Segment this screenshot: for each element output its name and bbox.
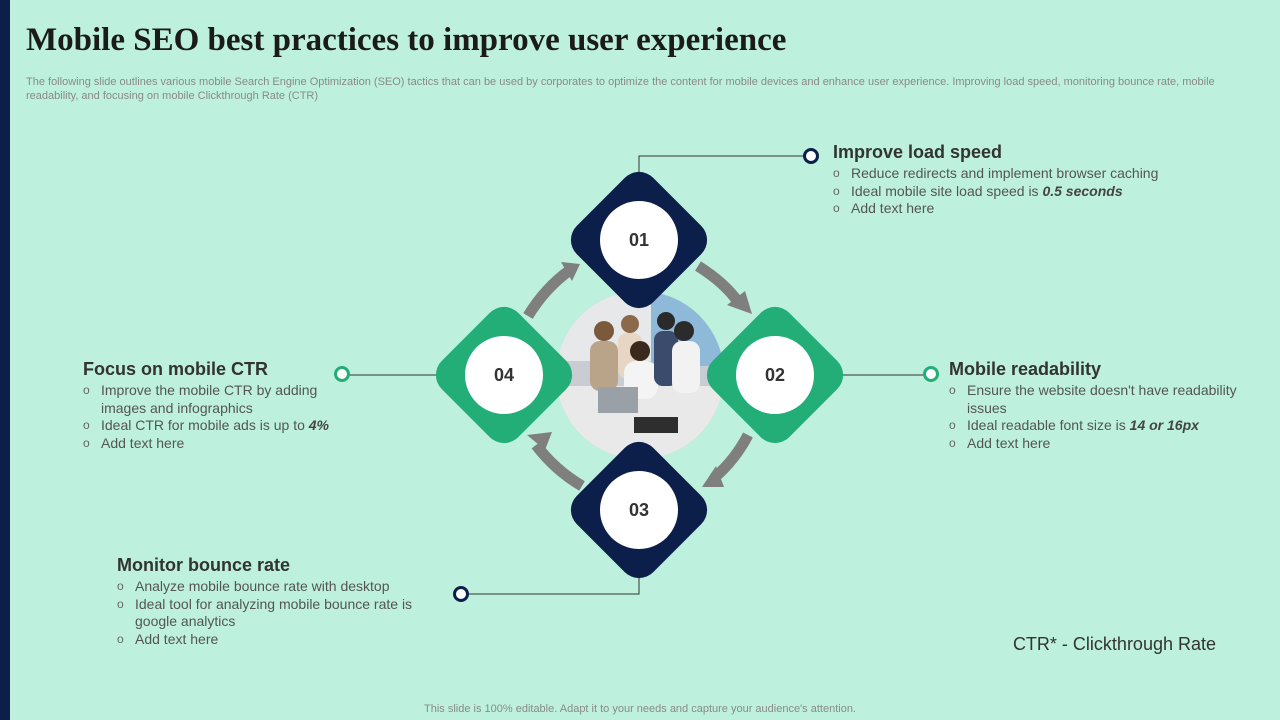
- arrow-head-01: [561, 262, 580, 281]
- step-02-number: 02: [736, 336, 814, 414]
- arrow-03-04: [531, 441, 585, 491]
- arrow-head-02: [727, 291, 752, 314]
- step-01-emphasis: 0.5 seconds: [1042, 182, 1123, 199]
- step-02-heading: Mobile readability: [949, 359, 1102, 379]
- connector-03: [462, 565, 640, 595]
- ctr-footnote: CTR* - Clickthrough Rate: [1012, 634, 1216, 654]
- step-03-text: Monitor bounce rate Analyze mobile bounc…: [117, 555, 447, 648]
- step-01-bullet: Add text here: [833, 200, 1213, 218]
- step-04-heading: Focus on mobile CTR: [83, 359, 269, 379]
- slide-subtitle: The following slide outlines various mob…: [26, 76, 1215, 102]
- step-01-number: 01: [600, 201, 678, 279]
- step-04-bullet: Add text here: [83, 435, 343, 453]
- arrow-head-04: [527, 432, 552, 450]
- step-02-emphasis: 14 or 16px: [1129, 417, 1199, 433]
- slide-footer: This slide is 100% editable. Adapt it to…: [424, 703, 856, 715]
- step-02-bullet: Ideal readable font size is 14 or 16px: [949, 417, 1239, 435]
- step-04-bullet: Improve the mobile CTR by adding images …: [83, 382, 343, 417]
- step-03-number: 03: [600, 471, 678, 549]
- step-01-bullet: Ideal mobile site load speed is 0.5 seco…: [833, 183, 1213, 201]
- connector-01: [638, 155, 810, 185]
- connector-dot-01: [803, 148, 819, 164]
- arrow-head-03: [702, 466, 724, 487]
- slide-title: Mobile SEO best practices to improve use…: [26, 22, 787, 58]
- step-01-heading: Improve load speed: [833, 142, 1003, 162]
- connector-dot-04: [334, 366, 350, 382]
- step-04-bullet: Ideal CTR for mobile ads is up to 4%: [83, 417, 343, 435]
- step-03-heading: Monitor bounce rate: [117, 555, 291, 575]
- step-04-emphasis: 4%: [308, 417, 329, 433]
- left-accent-bar: [0, 0, 10, 720]
- team-photo: [556, 291, 724, 459]
- arrow-02-03: [710, 432, 753, 483]
- step-02-bullet: Add text here: [949, 435, 1239, 453]
- step-04-text: Focus on mobile CTR Improve the mobile C…: [83, 359, 343, 452]
- step-01-bullet: Reduce redirects and implement browser c…: [833, 165, 1213, 183]
- step-04-number: 04: [465, 336, 543, 414]
- step-03-bullet: Analyze mobile bounce rate with desktop: [117, 578, 447, 596]
- step-01-text: Improve load speed Reduce redirects and …: [833, 142, 1213, 218]
- connector-dot-03: [453, 586, 469, 602]
- arrow-04-01: [523, 265, 574, 319]
- step-03-bullet: Add text here: [117, 631, 447, 649]
- arrow-01-02: [695, 261, 743, 306]
- step-02-bullet: Ensure the website doesn't have readabil…: [949, 382, 1239, 417]
- connector-dot-02: [923, 366, 939, 382]
- step-03-bullet: Ideal tool for analyzing mobile bounce r…: [117, 596, 447, 631]
- step-02-text: Mobile readability Ensure the website do…: [949, 359, 1239, 452]
